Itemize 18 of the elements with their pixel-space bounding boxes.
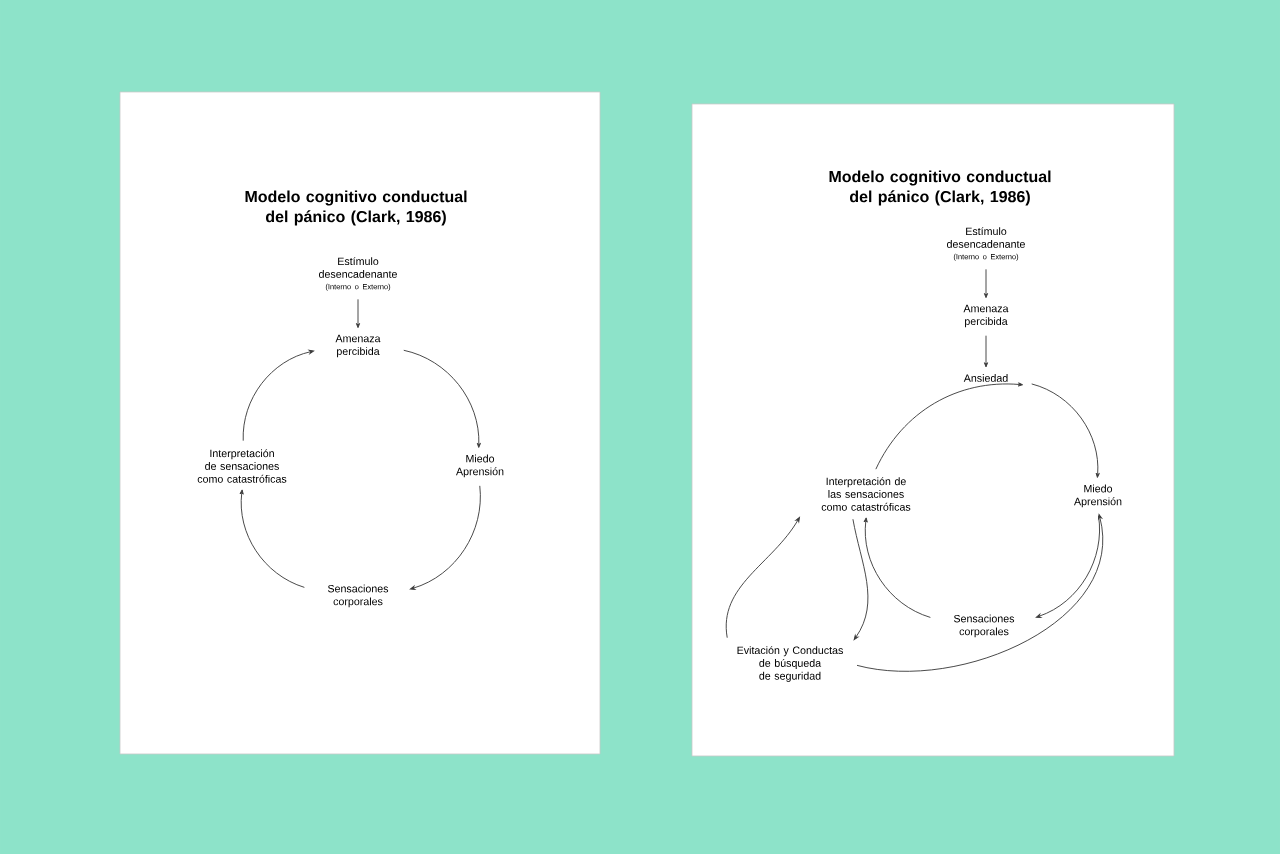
document-page bbox=[119, 91, 601, 755]
arrow bbox=[856, 513, 1104, 672]
page-heading: Modelo cognitivo conductual del pánico (Clark, 1986) bbox=[829, 170, 1051, 206]
arrow bbox=[403, 349, 481, 448]
arrow bbox=[875, 382, 1024, 470]
arrow bbox=[1031, 383, 1100, 478]
arrow bbox=[983, 268, 989, 299]
arrow bbox=[852, 518, 869, 641]
arrow bbox=[409, 485, 481, 590]
arrow bbox=[983, 335, 989, 368]
arrow bbox=[1035, 515, 1100, 618]
page-heading: Modelo cognitivo conductual del pánico (Clark, 1986) bbox=[245, 190, 467, 226]
arrow bbox=[725, 516, 800, 639]
document-page bbox=[691, 103, 1175, 757]
arrow bbox=[863, 517, 931, 618]
arrow bbox=[355, 298, 361, 329]
arrow bbox=[239, 489, 305, 588]
arrow bbox=[242, 349, 315, 442]
